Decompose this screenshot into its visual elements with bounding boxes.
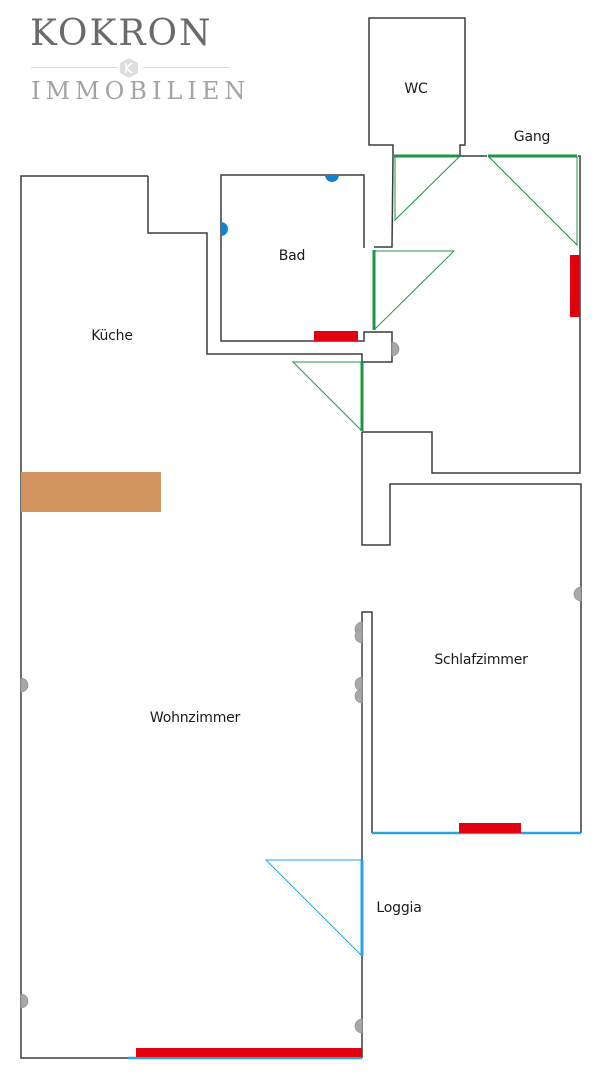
logo: KOKRON IMMOBILIEN <box>0 0 250 120</box>
wall-partition <box>361 611 373 860</box>
wall-bad-lower <box>362 331 393 363</box>
radiator-gang <box>570 255 580 317</box>
door-wc-swing <box>394 155 461 222</box>
room-label-gang: Gang <box>513 129 551 145</box>
logo-gem-icon <box>120 58 138 78</box>
door-bad-swing <box>373 250 456 331</box>
outlets <box>20 341 582 1034</box>
logo-divider-right <box>143 67 229 68</box>
wall-gang-right <box>362 155 581 474</box>
power-outlet-icon <box>354 688 363 704</box>
radiator-wohnzimmer <box>136 1048 362 1057</box>
power-outlet-icon <box>354 1018 363 1034</box>
loggia-door-swing <box>264 859 363 957</box>
kitchen-counter <box>21 472 161 512</box>
power-outlet-icon <box>354 628 363 644</box>
logo-subtitle: IMMOBILIEN <box>31 77 251 105</box>
room-label-loggia: Loggia <box>376 900 422 916</box>
radiator-schlafzimmer <box>459 823 521 833</box>
windows <box>128 831 581 1060</box>
door-gang-swing <box>487 155 578 247</box>
room-label-kueche: Küche <box>91 328 133 344</box>
water-connection-icon <box>221 222 228 236</box>
room-label-schlafzimmer: Schlafzimmer <box>434 652 528 668</box>
room-label-bad: Bad <box>278 248 306 264</box>
water-fixtures <box>221 175 339 236</box>
wall-kitchen-notch <box>147 176 363 362</box>
power-outlet-icon <box>20 993 29 1009</box>
radiator-bad <box>314 331 358 341</box>
power-outlet-icon <box>20 677 29 693</box>
power-outlet-icon <box>573 586 582 602</box>
room-label-wohnzimmer: Wohnzimmer <box>149 710 241 726</box>
logo-divider-left <box>31 67 117 68</box>
walls <box>20 17 582 1059</box>
radiators <box>136 255 580 1057</box>
water-connection-icon <box>325 175 339 182</box>
doors <box>291 154 578 432</box>
wall-bad <box>220 174 374 342</box>
wall-wc <box>368 17 487 157</box>
door-kitchen-swing <box>291 361 363 432</box>
power-outlet-icon <box>391 341 400 357</box>
wall-kitchen-top <box>20 175 148 1059</box>
logo-wordmark: KOKRON <box>30 13 213 54</box>
wall-gang-left <box>374 155 394 248</box>
room-label-wc: WC <box>404 81 428 97</box>
wall-column <box>361 432 582 833</box>
